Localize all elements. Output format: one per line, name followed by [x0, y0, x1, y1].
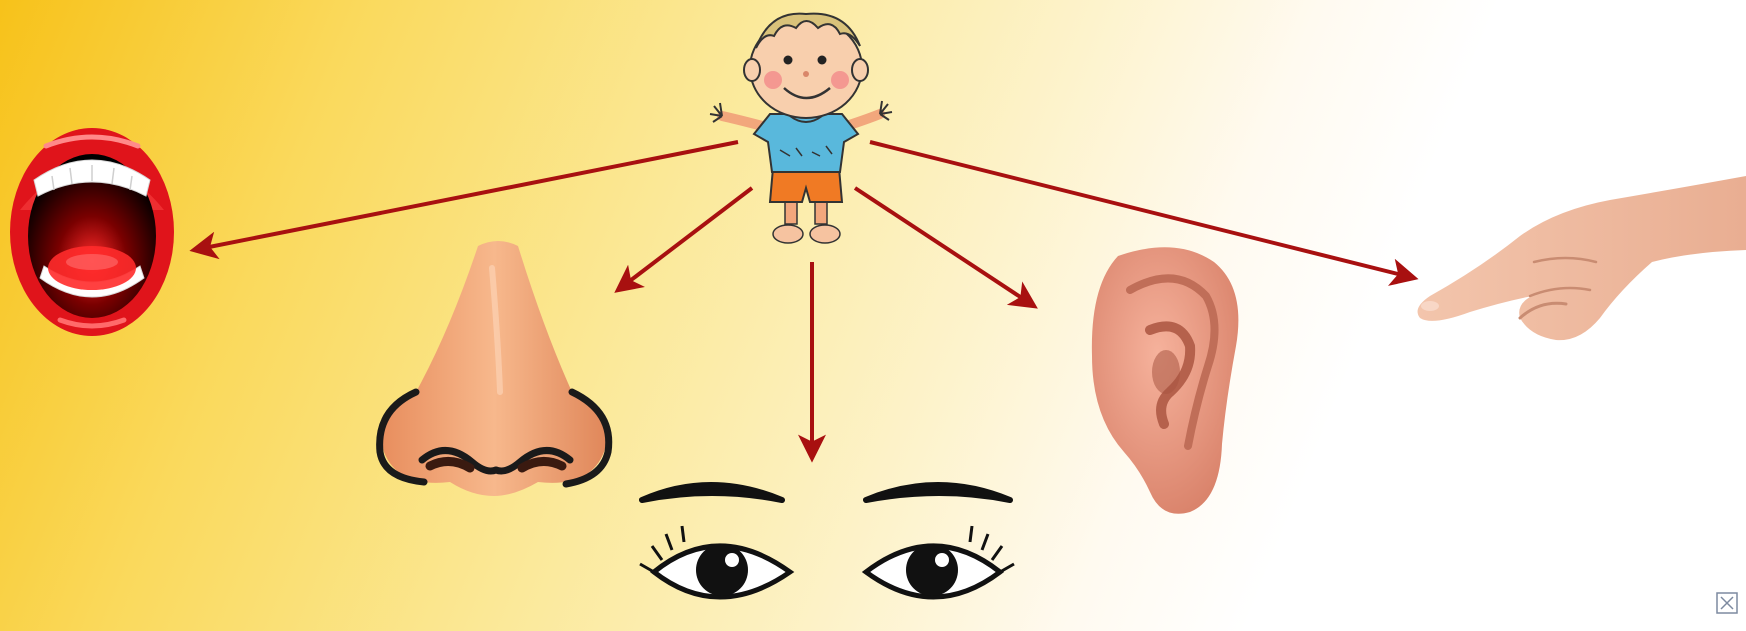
- eyes-icon: [640, 485, 1014, 597]
- nose-icon: [380, 241, 609, 496]
- child-icon: [710, 14, 892, 243]
- pointing-hand-icon: [1418, 176, 1746, 340]
- ear-icon: [1092, 247, 1239, 513]
- arrow-to-mouth: [194, 142, 738, 250]
- arrow-to-ear: [855, 188, 1034, 306]
- arrow-to-nose: [618, 188, 752, 290]
- corner-logo-icon: [1716, 592, 1738, 614]
- mouth-icon: [10, 128, 174, 336]
